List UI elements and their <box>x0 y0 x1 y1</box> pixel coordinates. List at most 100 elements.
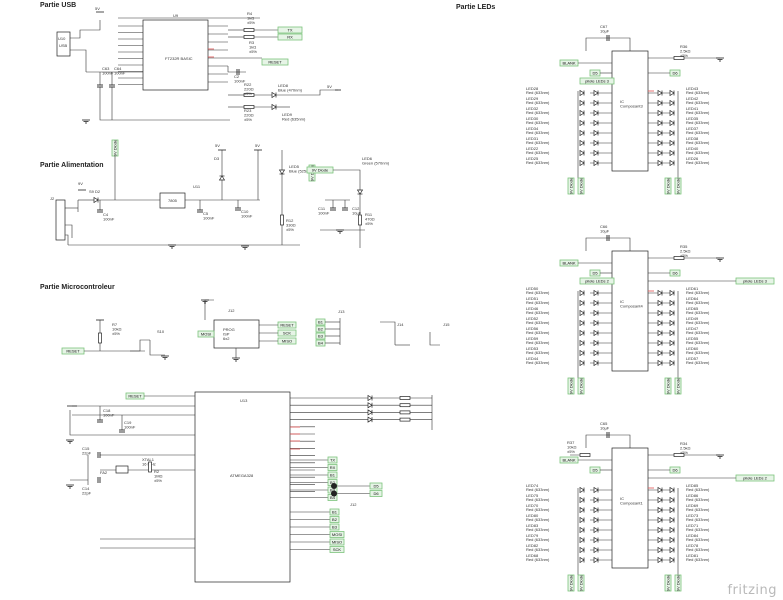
wire <box>585 434 631 448</box>
led-left-2-3 <box>579 516 585 524</box>
led-left-0-7 <box>579 159 585 167</box>
u11-ref: U11 <box>193 184 201 189</box>
net-mcu-out-2: B1 <box>327 471 338 479</box>
net-label-box <box>577 177 585 195</box>
net-label-text: B2 <box>330 480 336 485</box>
u11-label: 7805 <box>168 198 178 203</box>
net-reset-in: RESET <box>61 347 85 355</box>
j2-ref: J2 <box>50 196 55 201</box>
led-name: LED35 <box>686 116 699 121</box>
net-reset: RESET <box>261 58 289 66</box>
led-name: LED49 <box>686 316 699 321</box>
net-label-text: 9V Diode <box>665 177 670 194</box>
led-right2-2-1 <box>669 496 675 504</box>
net-label-text: D5 <box>373 484 379 489</box>
net-label-box <box>329 516 340 523</box>
net-label-text: 9V Diode <box>665 377 670 394</box>
led-led9 <box>271 103 277 111</box>
led-left2-0-2 <box>593 109 599 117</box>
led-color: Red (633nm) <box>526 320 550 325</box>
net-label-text: MOSI <box>201 332 211 337</box>
led-left-0-4 <box>579 129 585 137</box>
led-color: Red (633nm) <box>686 360 710 365</box>
led-right-0-5 <box>657 139 663 147</box>
net-label-box <box>329 523 340 531</box>
led-name: LED40 <box>686 146 699 151</box>
resistor-r3 <box>243 35 255 39</box>
led-name: LED70 <box>526 503 539 508</box>
led-color: Red (633nm) <box>686 100 710 105</box>
net-pilote-in-0: pilote LEDs 3 <box>579 77 615 85</box>
net-label-text: 9V Diode <box>675 377 680 394</box>
net-label-box <box>579 77 615 85</box>
net-label-box <box>579 277 615 285</box>
u13-ref: U13 <box>240 398 248 403</box>
net-bottom-0-4: 9V Diode <box>674 177 682 195</box>
atmega328-u13 <box>194 391 291 583</box>
indicator-led-1 <box>367 394 373 402</box>
led-right2-1-1 <box>669 299 675 307</box>
led-name: LED69 <box>686 503 699 508</box>
net-pilote-out-1: pilote LEDs 3 <box>735 277 775 285</box>
led-left-2-5 <box>579 536 585 544</box>
led-left-1-5 <box>579 339 585 347</box>
net-label-box <box>261 58 289 66</box>
jumper-dot <box>331 490 337 497</box>
alim-9v: 9V <box>78 181 83 186</box>
led-color: Red (633nm) <box>686 120 710 125</box>
led-name: LED29 <box>526 96 539 101</box>
led-led5 <box>278 169 286 175</box>
led-color: Red (633nm) <box>526 160 550 165</box>
led-left2-2-2 <box>593 506 599 514</box>
led-left-2-4 <box>579 526 585 534</box>
alim-5v: 5V <box>255 143 260 148</box>
net-label-text: 9V Diode <box>112 139 117 156</box>
net-label-box <box>674 574 682 592</box>
net-button-3: B3 <box>315 332 326 340</box>
led-color: Red (633nm) <box>686 330 710 335</box>
net-mcu-bus-3: MOSI <box>329 531 345 538</box>
led-name: LED31 <box>526 136 539 141</box>
led-color: Red (633nm) <box>686 300 710 305</box>
led-color: Red (633nm) <box>526 300 550 305</box>
net-label-text: pilote LEDs 3 <box>585 79 610 84</box>
led-color: Red (633nm) <box>526 547 550 552</box>
led-color: Red (633nm) <box>526 537 550 542</box>
fa2-label: FA2 <box>100 470 108 475</box>
led-left2-2-0 <box>593 486 599 494</box>
led-name: LED75 <box>526 493 539 498</box>
led-name: LED37 <box>686 126 699 131</box>
led-name: LED74 <box>526 483 539 488</box>
net-bottom-2-4: 9V Diode <box>674 574 682 592</box>
led-left-2-2 <box>579 506 585 514</box>
net-label-text: 9V Diode <box>578 177 583 194</box>
net-label-text: B4 <box>330 495 336 500</box>
net-label-text: D6 <box>672 271 678 276</box>
net-9v-diode: 9V Diode <box>111 139 119 157</box>
led-right2-2-4 <box>669 526 675 534</box>
resistor-r12 <box>280 214 284 226</box>
led-color: Red (633nm) <box>686 537 710 542</box>
led-left-1-0 <box>579 289 585 297</box>
net-button-2: B2 <box>315 325 326 333</box>
led-name: LED71 <box>686 523 699 528</box>
net-label-text: RESET <box>128 394 142 399</box>
led-left-1-4 <box>579 329 585 337</box>
net-label-box <box>577 574 585 592</box>
led-name: LED25 <box>526 156 539 161</box>
title-alimentation: Partie Alimentation <box>40 162 104 169</box>
led-color: Red (633nm) <box>526 310 550 315</box>
title-leds: Partie LEDs <box>456 4 496 11</box>
led-left2-0-0 <box>593 89 599 97</box>
net-d6-0: D6 <box>669 69 681 77</box>
